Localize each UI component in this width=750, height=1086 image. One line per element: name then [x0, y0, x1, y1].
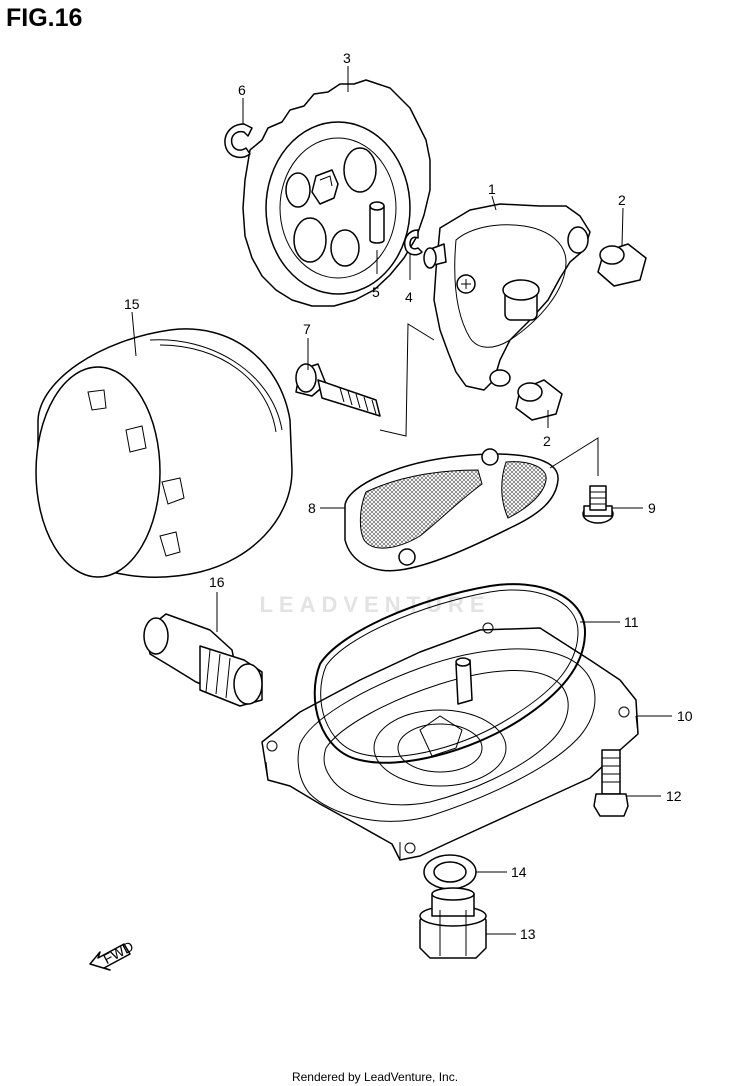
leader-lines [131, 66, 672, 935]
pan-bolt-part [593, 749, 629, 817]
figure-title: FIG.16 [6, 4, 83, 32]
callout-3: 3 [343, 50, 351, 66]
oil-filter-part [35, 328, 293, 578]
callout-11: 11 [624, 614, 639, 630]
callout-9: 9 [648, 500, 656, 516]
callout-4: 4 [405, 289, 413, 305]
pump-bolt-part [295, 363, 381, 417]
callout-15: 15 [124, 296, 140, 312]
callout-8: 8 [308, 500, 316, 516]
driven-gear-part [242, 79, 431, 307]
callout-1: 1 [488, 181, 496, 197]
e-ring-part [404, 229, 423, 256]
footer-credit: Rendered by LeadVenture, Inc. [291, 1070, 459, 1084]
fwd-arrow-icon: FWD [89, 938, 136, 971]
drain-washer-part [423, 854, 477, 890]
callout-13: 13 [520, 926, 536, 942]
callout-14: 14 [511, 864, 527, 880]
callout-7: 7 [303, 321, 311, 337]
oil-pressure-switch-part [143, 613, 263, 707]
dowel-pin-upper-part [597, 243, 647, 287]
callout-10: 10 [677, 708, 693, 724]
strainer-bolt-part [582, 485, 614, 524]
callout-2-upper: 2 [618, 192, 626, 208]
oil-strainer-part [344, 448, 559, 572]
pan-gasket-part [313, 583, 586, 764]
callout-6: 6 [238, 82, 246, 98]
callout-5: 5 [372, 284, 380, 300]
callout-16: 16 [209, 574, 225, 590]
fwd-label: FWD [100, 938, 136, 967]
drain-plug-part [419, 887, 487, 959]
circlip-part [224, 123, 253, 159]
callout-12: 12 [666, 788, 682, 804]
callout-2-lower: 2 [543, 433, 551, 449]
pin-part [369, 201, 385, 244]
oil-pan-part [261, 622, 639, 861]
dowel-pin-lower-part [515, 379, 563, 421]
oil-pump-part [423, 203, 591, 391]
